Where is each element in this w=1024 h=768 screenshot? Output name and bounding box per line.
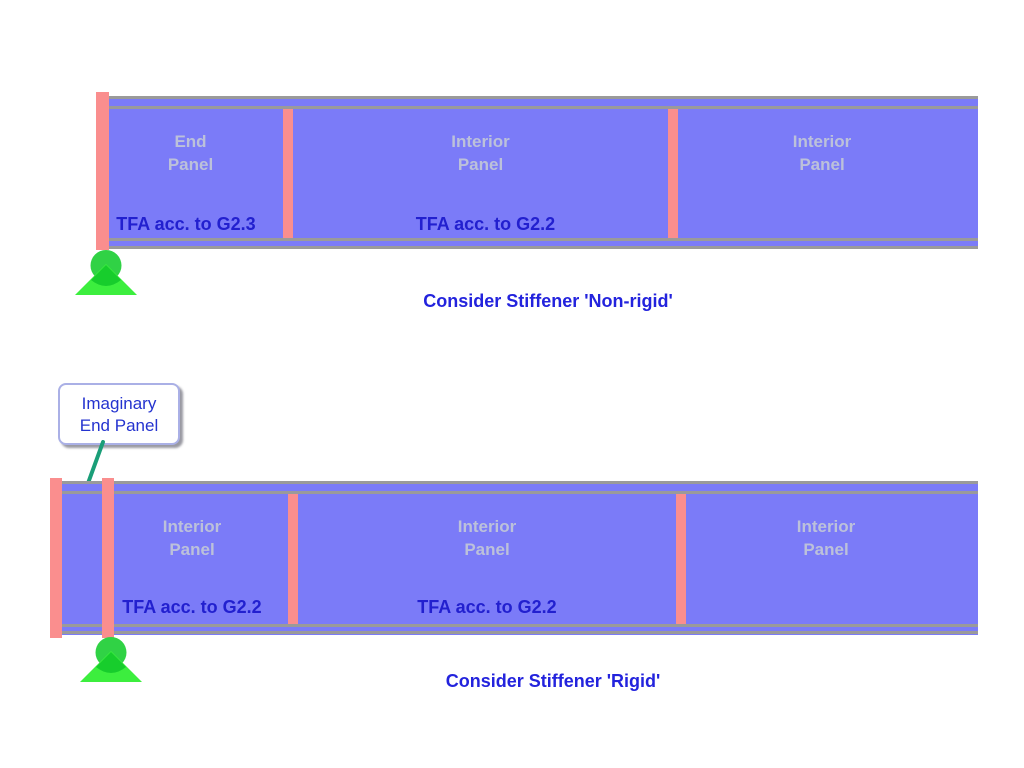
- top-flange-line: [108, 96, 978, 99]
- intermediate-stiffener: [288, 494, 298, 624]
- callout-box: Imaginary End Panel: [58, 383, 180, 445]
- panel-title-line: Panel: [457, 155, 504, 174]
- pinned-support-icon: [80, 637, 142, 682]
- panel-title: Interior Panel: [94, 515, 290, 561]
- tfa-label: TFA acc. to G2.2: [415, 214, 556, 234]
- bottom-flange-line: [108, 238, 978, 241]
- top-flange-line: [108, 106, 978, 109]
- top-flange-line: [60, 481, 978, 484]
- panel-title: Interior Panel: [293, 130, 668, 176]
- callout-text-line: End Panel: [79, 416, 159, 435]
- panel-title: Interior Panel: [676, 515, 976, 561]
- panel-title: End Panel: [93, 130, 288, 176]
- pinned-support-icon: [75, 250, 137, 295]
- top-flange-line: [60, 491, 978, 494]
- bottom-flange-line: [108, 246, 978, 249]
- panel-title-line: Panel: [803, 540, 849, 559]
- tfa-label: TFA acc. to G2.2: [122, 597, 262, 617]
- bottom-flange-line: [60, 631, 978, 634]
- bottom-flange-line: [60, 624, 978, 627]
- panel-title-line: Interior: [796, 517, 856, 536]
- callout-text-line: Imaginary: [81, 394, 157, 413]
- panel-title: Interior Panel: [670, 130, 974, 176]
- panel-title-line: Panel: [799, 155, 845, 174]
- end-stiffener: [50, 478, 62, 638]
- girder-bottom: Interior Panel Interior Panel Interior P…: [60, 481, 978, 635]
- panel-title-line: Panel: [464, 540, 510, 559]
- tfa-label: TFA acc. to G2.3: [116, 214, 256, 234]
- panel-title: Interior Panel: [298, 515, 676, 561]
- intermediate-stiffener: [668, 109, 678, 238]
- panel-title-line: End: [174, 132, 207, 151]
- intermediate-stiffener: [676, 494, 686, 624]
- panel-title-line: Interior: [162, 517, 222, 536]
- panel-title-line: Interior: [457, 517, 517, 536]
- girder-top: End Panel Interior Panel Interior Panel …: [108, 96, 978, 249]
- panel-title-line: Panel: [169, 540, 215, 559]
- figure-caption: Consider Stiffener 'Non-rigid': [423, 291, 673, 311]
- panel-title-line: Panel: [167, 155, 214, 174]
- figure-caption: Consider Stiffener 'Rigid': [445, 671, 661, 691]
- rigid-stiffener: [102, 478, 114, 638]
- panel-title-line: Interior: [451, 132, 510, 151]
- end-stiffener: [96, 92, 109, 250]
- panel-title-line: Interior: [792, 132, 852, 151]
- intermediate-stiffener: [283, 109, 293, 238]
- tfa-label: TFA acc. to G2.2: [417, 597, 557, 617]
